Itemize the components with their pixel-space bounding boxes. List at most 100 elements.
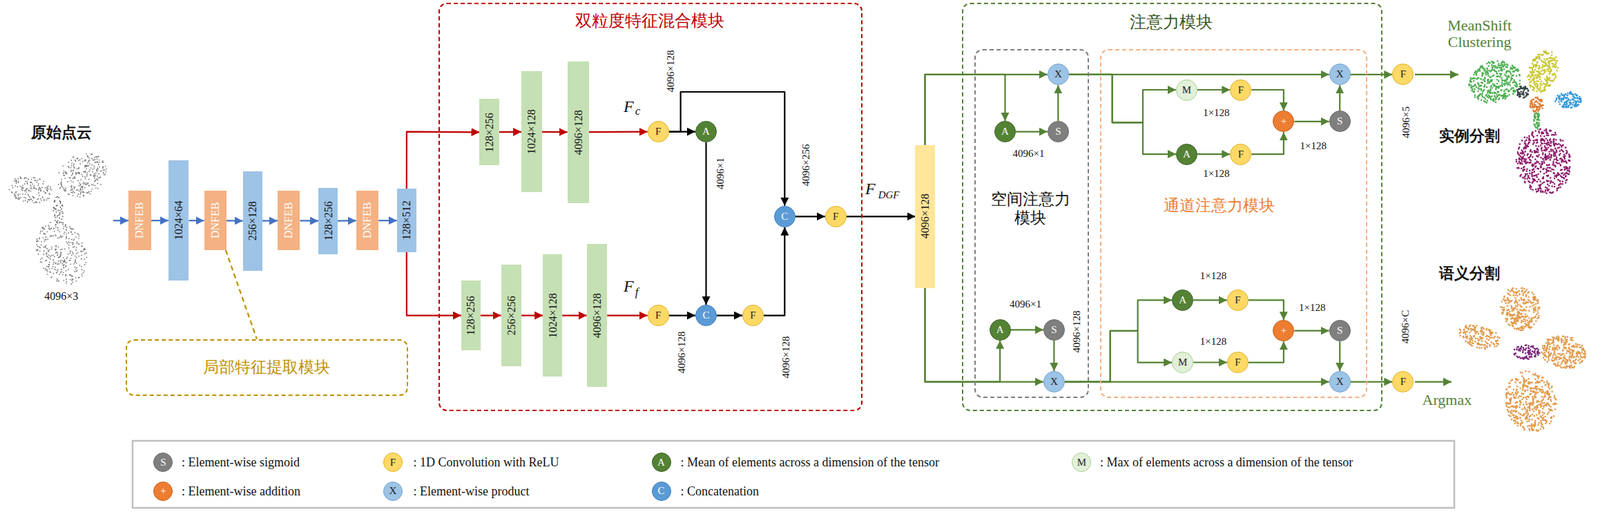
operator-letter: F [1238,149,1244,160]
operator-letter: X [1336,69,1344,80]
connector [669,91,786,206]
text-label: 4096×1 [1009,298,1042,311]
layer-box: 128×256 [461,280,481,350]
operator-circle: A [994,120,1016,143]
operator-letter: F [1400,376,1406,387]
layer-label: 128×256 [321,200,335,241]
connector [378,219,398,221]
operator-letter: + [1280,325,1287,336]
point-cloud [1533,112,1540,130]
connector [299,219,319,222]
module-title: 注意力模块 [1129,12,1213,33]
module-title: 空间注意力 模块 [982,189,1078,228]
operator-circle: C [774,205,796,228]
dimension-label: 4096×128 [676,330,688,373]
point-cloud [8,176,53,204]
point-cloud [1526,50,1560,93]
text-label: 1×128 [1200,334,1227,347]
operator-circle: F [1229,79,1252,101]
connector [1068,74,1177,123]
operator-letter: A [1001,126,1009,137]
dimension-label: 4096×C [1399,310,1412,344]
operator-circle: + [1272,110,1295,132]
connector [795,215,826,217]
connector [1064,299,1172,382]
operator-letter: S [1336,116,1343,127]
legend-symbol: A [651,452,672,472]
layer-label: 4096×128 [591,292,604,338]
connector [1251,89,1284,111]
operator-circle: F [1392,63,1414,85]
text-label: f [635,285,639,299]
operator-circle: S [1329,110,1351,132]
input-arrow [113,219,129,221]
operator-circle: F [647,120,670,143]
operator-circle: A [989,319,1011,341]
operator-circle: F [1227,289,1249,311]
point-cloud [1515,127,1571,195]
layer-box: 1024×128 [521,71,543,192]
operator-circle: F [1392,370,1414,393]
dimension-label: 4096×128 [780,336,793,379]
text-label: MeanShift Clustering [1434,17,1525,51]
legend-symbol: F [383,452,403,472]
operator-circle: S [1047,120,1069,143]
dimension-label: 4096×5 [1400,106,1413,139]
layer-label: 4096×128 [571,109,585,155]
point-cloud [35,220,88,285]
operator-circle: X [1047,63,1069,85]
legend-frame [132,440,1455,508]
legend-symbol: + [153,481,173,501]
text-label: c [635,104,641,119]
layer-label: 4096×128 [919,194,932,239]
layer-box: 4096×128 [914,145,935,288]
operator-circle: A [695,120,717,143]
operator-circle: X [1043,370,1065,393]
text-label: 1×128 [1200,270,1227,282]
point-cloud [1516,85,1530,99]
point-cloud [1513,343,1541,360]
point-cloud [1529,95,1545,114]
layer-label: 1024×128 [546,292,559,338]
module-title: 双粒度特征混合模块 [575,10,725,31]
layer-label: 1024×128 [525,109,538,154]
legend-symbol: X [383,481,403,501]
point-cloud [1468,60,1521,104]
layer-label: 128×256 [464,295,478,335]
connector [705,142,707,305]
connector [669,314,696,317]
legend-text: : Element-wise product [412,483,529,498]
text-label: 4096×1 [1013,147,1045,159]
connector [1053,340,1055,371]
connector [406,252,462,316]
connector [1350,73,1393,76]
connector [925,74,1006,146]
connector [1248,299,1284,320]
connector [589,131,648,134]
layer-label: DNFEB [282,202,295,239]
layer-box: 128×256 [318,187,338,255]
operator-letter: M [1182,84,1192,96]
layer-box: DNFEB [128,190,152,250]
layer-box: 1024×64 [168,160,190,281]
operator-letter: C [702,310,710,321]
connector [925,74,1048,146]
connector [262,219,278,222]
text-label: 1×128 [1202,106,1230,119]
text-label: DGF [878,189,900,201]
text-label: 实例分割 [1439,127,1500,144]
operator-letter: F [1238,84,1244,96]
operator-circle: S [1043,319,1065,341]
module-frame: 通道注意力模块MFAF+SXAFMF+SX [1100,49,1368,398]
dimension-label: 4096×128 [1071,310,1083,353]
layer-box: DNFEB [277,190,301,250]
layer-label: DNFEB [361,202,374,239]
operator-letter: A [1182,149,1191,160]
connector [1193,361,1228,363]
point-cloud [1505,370,1558,432]
connector [606,314,648,317]
module-title: 通道注意力模块 [1163,196,1275,217]
operator-circle: F [1229,143,1252,166]
connector [1338,84,1341,111]
